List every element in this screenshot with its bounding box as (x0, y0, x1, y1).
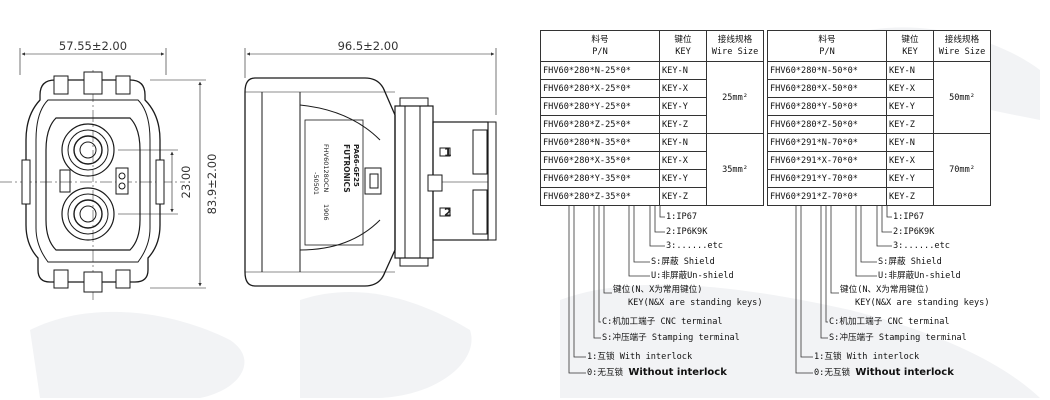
key-cell: KEY-Y (659, 169, 707, 188)
pn-cell: FHV60*280*Z-35*0* (540, 187, 660, 206)
pn-cell: FHV60*280*Z-25*0* (540, 115, 660, 134)
pn-cell: FHV60*280*X-25*0* (540, 79, 660, 98)
legend-key-en: KEY(N&X are standing keys) (855, 298, 990, 308)
legend-cnc-terminal: C:机加工端子 CNC terminal (829, 317, 950, 327)
table-row: FHV60*291*X-70*0*KEY-X (767, 151, 991, 170)
legend-ip67: 1:IP67 (893, 212, 925, 222)
legend-stamping-terminal: S:冲压端子 Stamping terminal (829, 333, 967, 343)
terminal-1 (61, 123, 115, 177)
pn-cell: FHV60*291*Y-70*0* (767, 169, 887, 188)
pitch-dimension: 23.00 (179, 166, 193, 199)
legend-ip6k9k: 2:IP6K9K (893, 227, 935, 237)
legend-without-interlock: 0:无互锁 Without interlock (587, 367, 727, 378)
key-cell: KEY-Z (659, 187, 707, 206)
key-cell: KEY-Y (659, 97, 707, 116)
table-row: FHV60*291*Z-70*0*KEY-Z (767, 187, 991, 206)
key-cell: KEY-X (886, 79, 934, 98)
pin-label-1: 1 (444, 146, 452, 159)
height-dimension: 83.9±2.00 (205, 154, 219, 215)
housing-date-text: 1906 (322, 204, 330, 221)
legend-shield: S:屏蔽 Shield (651, 257, 715, 267)
key-cell: KEY-N (659, 61, 707, 80)
legend-ip67: 1:IP67 (666, 212, 698, 222)
pn-cell: FHV60*280*Y-50*0* (767, 97, 887, 116)
legend-without-interlock: 0:无互锁 Without interlock (814, 367, 954, 378)
pn-cell: FHV60*280*X-50*0* (767, 79, 887, 98)
pn-cell: FHV60*280*Y-35*0* (540, 169, 660, 188)
housing-model-text: PA66-GF25 (352, 144, 360, 187)
key-cell: KEY-X (886, 151, 934, 170)
legend-with-interlock: 1:互锁 With interlock (814, 352, 920, 362)
wire-size-cell: 70mm² (933, 133, 991, 206)
front-view (0, 48, 206, 300)
key-cell: KEY-Z (886, 187, 934, 206)
key-cell: KEY-Z (659, 115, 707, 134)
legend-ip-etc: 3:......etc (893, 241, 950, 251)
legend-key-en: KEY(N&X are standing keys) (628, 298, 763, 308)
legend-key-cn: 键位(N、X为常用键位) (840, 285, 930, 295)
connector-drawing: 57.55±2.00 23.00 83.9±2.00 (0, 39, 497, 300)
legend-with-interlock: 1:互锁 With interlock (587, 352, 693, 362)
table-row: FHV60*280*X-35*0*KEY-X (540, 151, 764, 170)
front-width-dimension: 57.55±2.00 (59, 39, 127, 53)
housing-brand-text: FUTRONICS (342, 144, 351, 193)
pn-cell: FHV60*280*N-35*0* (540, 133, 660, 152)
pn-cell: FHV60*280*N-25*0* (540, 61, 660, 80)
pn-cell: FHV60*280*N-50*0* (767, 61, 887, 80)
pn-cell: FHV60*280*X-35*0* (540, 151, 660, 170)
legend-unshield: U:非屏蔽Un-shield (878, 271, 961, 281)
legend-stamping-terminal: S:冲压端子 Stamping terminal (602, 333, 740, 343)
table-row: FHV60*280*Y-35*0*KEY-Y (540, 169, 764, 188)
key-cell: KEY-X (659, 151, 707, 170)
table-row: FHV60*280*Z-35*0*KEY-Z (540, 187, 764, 206)
side-length-dimension: 96.5±2.00 (338, 39, 399, 53)
key-cell: KEY-X (659, 79, 707, 98)
legend-unshield: U:非屏蔽Un-shield (651, 271, 734, 281)
key-cell: KEY-N (659, 133, 707, 152)
table-row: FHV60*280*Y-25*0*KEY-Y (540, 97, 764, 116)
legend-shield: S:屏蔽 Shield (878, 257, 942, 267)
side-view (244, 48, 497, 287)
pn-cell: FHV60*280*Y-25*0* (540, 97, 660, 116)
wire-size-cell: 25mm² (706, 61, 764, 134)
key-cell: KEY-Y (886, 97, 934, 116)
key-cell: KEY-Y (886, 169, 934, 188)
wire-size-cell: 35mm² (706, 133, 764, 206)
table-row: FHV60*280*Y-50*0*KEY-Y (767, 97, 991, 116)
wire-size-cell: 50mm² (933, 61, 991, 134)
legend-ip6k9k: 2:IP6K9K (666, 227, 708, 237)
legend-ip-etc: 3:......etc (666, 241, 723, 251)
key-cell: KEY-N (886, 61, 934, 80)
pin-label-2: 2 (444, 206, 452, 219)
pn-cell: FHV60*291*Z-70*0* (767, 187, 887, 206)
table-row: FHV60*280*X-50*0*KEY-X (767, 79, 991, 98)
housing-part-text: FHV60128OCN (322, 144, 330, 192)
terminal-2 (61, 187, 115, 241)
pn-cell: FHV60*291*X-70*0* (767, 151, 887, 170)
housing-code-text: -50501 (312, 172, 320, 195)
pn-cell: FHV60*280*Z-50*0* (767, 115, 887, 134)
pn-cell: FHV60*291*N-70*0* (767, 133, 887, 152)
legend-key-cn: 键位(N、X为常用键位) (613, 285, 703, 295)
key-cell: KEY-Z (886, 115, 934, 134)
key-cell: KEY-N (886, 133, 934, 152)
legend-cnc-terminal: C:机加工端子 CNC terminal (602, 317, 723, 327)
